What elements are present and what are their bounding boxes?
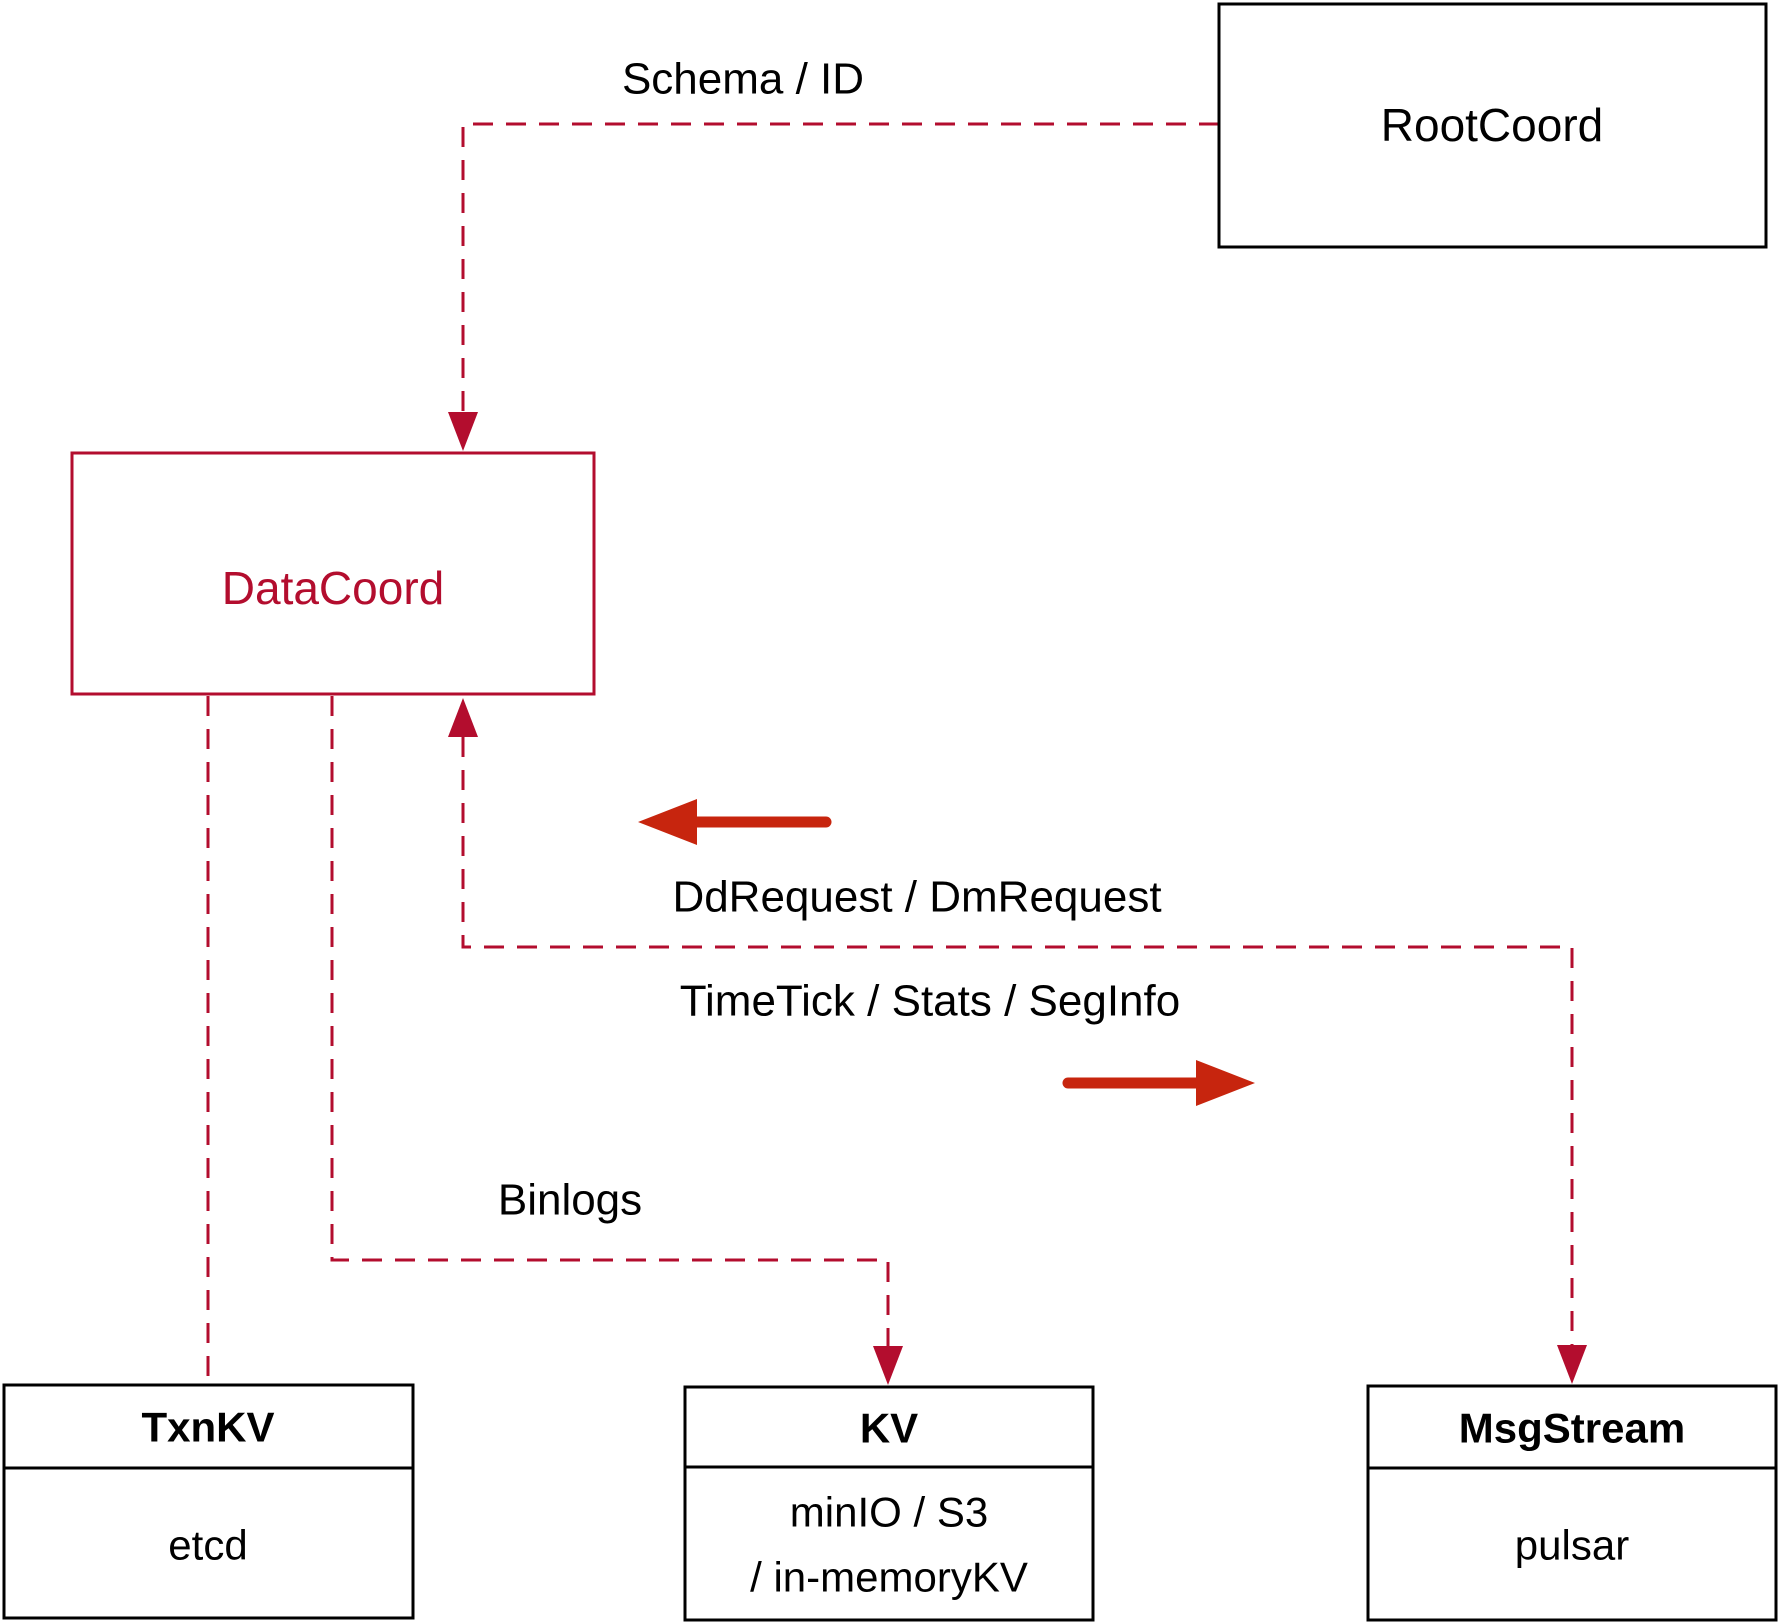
kv-body-line1: minIO / S3 <box>790 1489 988 1536</box>
txnkv-title: TxnKV <box>141 1404 274 1451</box>
txnkv-box <box>2 1383 415 1620</box>
arrowhead-up-icon <box>448 698 478 737</box>
ddrequest-timetick-line <box>461 737 1574 1346</box>
schema-id-line <box>461 122 1219 441</box>
ddrequest-label: DdRequest / DmRequest <box>672 873 1161 922</box>
txnkv-body: etcd <box>168 1522 247 1569</box>
datacoord-label: DataCoord <box>222 562 444 614</box>
right-arrow-head <box>1196 1060 1255 1106</box>
msgstream-body: pulsar <box>1515 1522 1629 1569</box>
timetick-label: TimeTick / Stats / SegInfo <box>680 977 1180 1026</box>
rootcoord-box <box>1217 2 1768 249</box>
rootcoord-label: RootCoord <box>1381 99 1603 151</box>
schema-id-edge: Schema / ID <box>448 55 1219 451</box>
kv-node: KV minIO / S3 / in-memoryKV <box>683 1385 1095 1622</box>
left-arrow-head <box>638 799 697 845</box>
kv-title: KV <box>860 1405 918 1452</box>
arrowhead-down-icon <box>1557 1345 1587 1384</box>
ddrequest-direction-arrow-icon <box>638 799 832 845</box>
arrowhead-down-icon <box>448 412 478 451</box>
msgstream-box <box>1366 1384 1778 1622</box>
msgstream-title: MsgStream <box>1459 1405 1685 1452</box>
schema-id-label: Schema / ID <box>622 55 864 104</box>
datacoord-box <box>70 451 596 696</box>
timetick-direction-arrow-icon <box>1062 1060 1255 1106</box>
datacoord-node: DataCoord <box>70 451 596 696</box>
txnkv-node: TxnKV etcd <box>2 1383 415 1620</box>
binlogs-line <box>330 696 890 1347</box>
ddrequest-timetick-edge: DdRequest / DmRequest TimeTick / Stats /… <box>448 698 1587 1384</box>
kv-body-line2: / in-memoryKV <box>750 1554 1028 1601</box>
binlogs-edge: Binlogs <box>330 696 903 1385</box>
binlogs-label: Binlogs <box>498 1176 642 1225</box>
rootcoord-node: RootCoord <box>1217 2 1768 249</box>
kv-box <box>683 1385 1095 1622</box>
arrowhead-down-icon <box>873 1346 903 1385</box>
msgstream-node: MsgStream pulsar <box>1366 1384 1778 1622</box>
